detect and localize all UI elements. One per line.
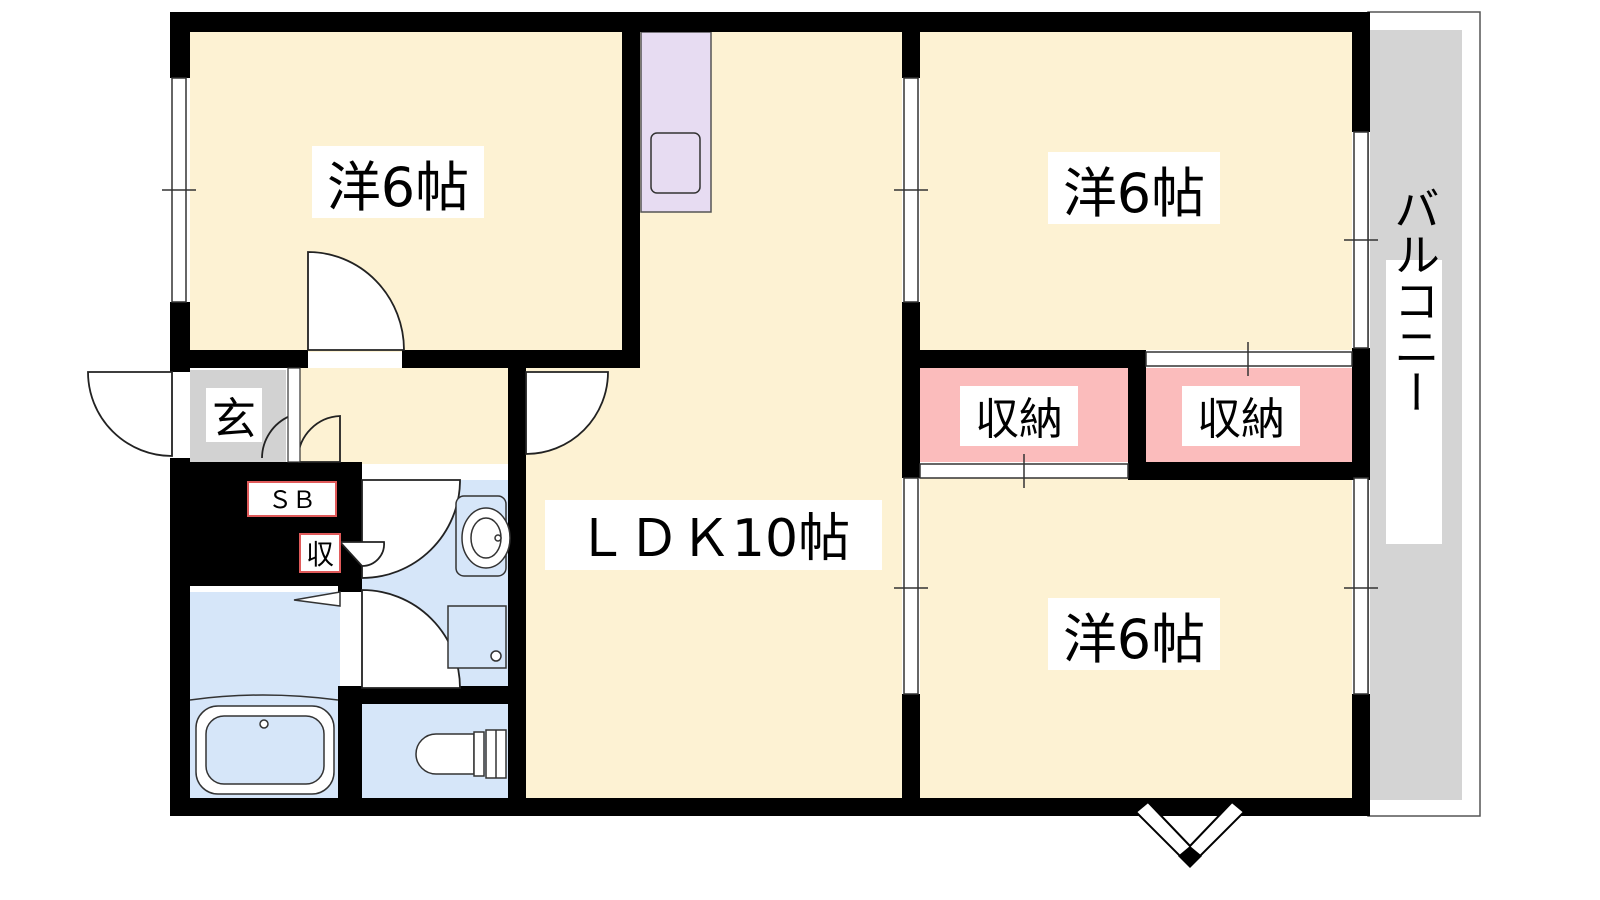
- label-western-bottom-right: 洋6帖: [1048, 598, 1220, 671]
- svg-text:洋6帖: 洋6帖: [327, 156, 469, 219]
- label-storage-right: 収納: [1182, 386, 1300, 446]
- walls: [170, 12, 1370, 816]
- label-western-top-left: 洋6帖: [312, 146, 484, 219]
- svg-text:洋6帖: 洋6帖: [1063, 162, 1205, 225]
- label-balcony: バルコニー: [1386, 185, 1442, 544]
- svg-text:収納: 収納: [1197, 394, 1285, 445]
- bay-window: [1134, 800, 1246, 868]
- label-shoe-box: ＳＢ: [247, 481, 337, 517]
- label-ldk: ＬＤＫ10帖: [545, 500, 882, 570]
- label-western-top-right: 洋6帖: [1048, 152, 1220, 225]
- svg-text:ＳＢ: ＳＢ: [268, 486, 316, 514]
- svg-text:ＬＤＫ10帖: ＬＤＫ10帖: [576, 509, 850, 569]
- doors: [87, 251, 609, 689]
- kitchen-sink: [650, 132, 701, 194]
- svg-text:洋6帖: 洋6帖: [1063, 608, 1205, 671]
- toilet-icon: [415, 729, 507, 779]
- svg-text:玄: 玄: [212, 394, 256, 445]
- windows: [162, 77, 1378, 695]
- room-ldk: [526, 368, 902, 798]
- washing-machine-icon: [447, 605, 507, 669]
- label-small-storage: 収: [299, 533, 341, 573]
- label-entrance: 玄: [206, 388, 262, 445]
- svg-text:収納: 収納: [975, 394, 1063, 445]
- svg-text:収: 収: [306, 538, 334, 571]
- label-storage-left: 収納: [960, 386, 1078, 446]
- bathtub-icon: [189, 591, 341, 795]
- svg-text:バルコニー: バルコニー: [1387, 185, 1441, 415]
- washbasin-icon: [455, 495, 511, 577]
- entrance-step: [287, 367, 301, 463]
